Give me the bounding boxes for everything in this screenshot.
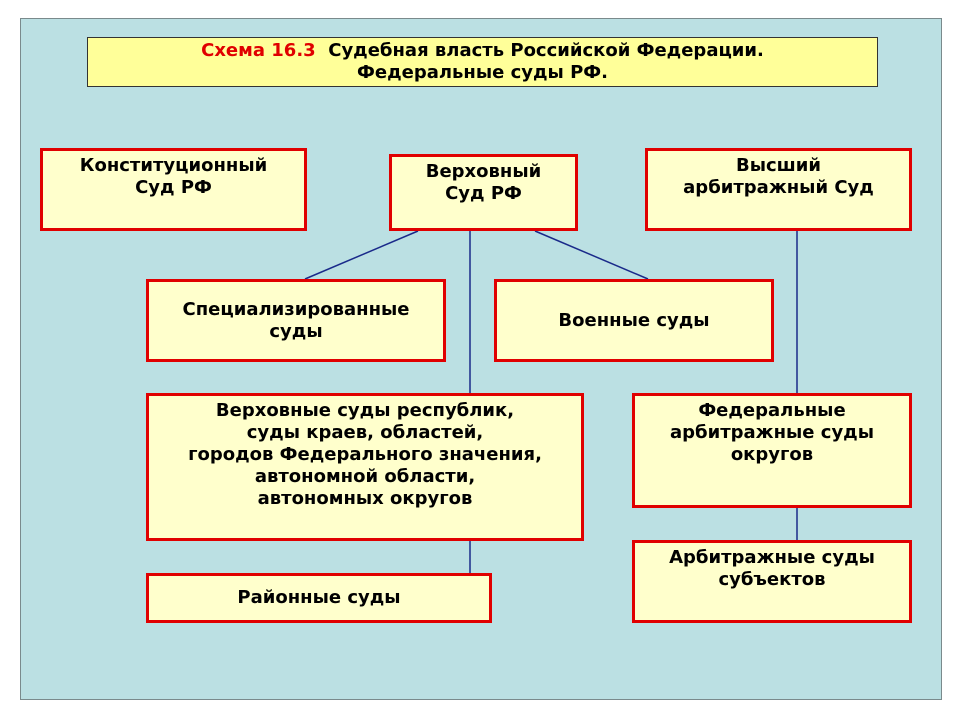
title-prefix: Схема 16.3 <box>201 40 316 61</box>
node-higher-arbitration-court: Высший арбитражный Суд <box>645 148 912 231</box>
node-constitutional-court: Конституционный Суд РФ <box>40 148 307 231</box>
node-military-courts: Военные суды <box>494 279 774 362</box>
node-subject-arbitration-courts: Арбитражные суды субъектов <box>632 540 912 623</box>
diagram-title: Схема 16.3 Судебная власть Российской Фе… <box>87 37 878 87</box>
title-line-2: Федеральные суды РФ. <box>357 62 608 83</box>
node-regional-courts: Верховные суды республик, суды краев, об… <box>146 393 584 541</box>
title-line-1: Схема 16.3 Судебная власть Российской Фе… <box>201 40 764 62</box>
node-district-courts: Районные суды <box>146 573 492 623</box>
node-specialized-courts: Специализированные суды <box>146 279 446 362</box>
title-main: Судебная власть Российской Федерации. <box>328 40 764 61</box>
node-supreme-court: Верховный Суд РФ <box>389 154 578 231</box>
node-federal-arbitration-courts: Федеральные арбитражные суды округов <box>632 393 912 508</box>
